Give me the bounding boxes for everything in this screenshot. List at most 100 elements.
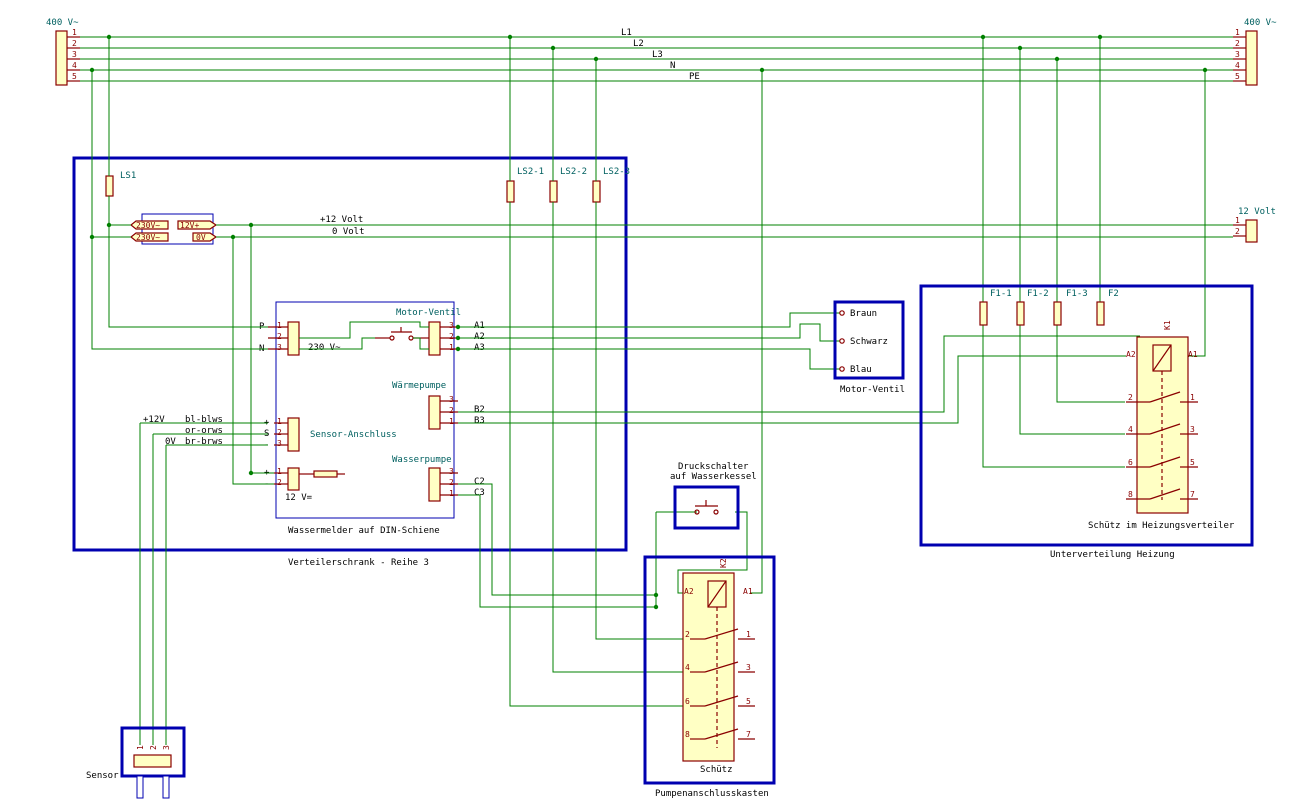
psu-in-1: 230V~ — [136, 221, 160, 230]
pin-label: 4 — [1128, 425, 1133, 434]
psu-in-1-tag — [130, 220, 169, 230]
sensor-probe-left — [136, 775, 144, 799]
mv-wire-schwarz: Schwarz — [850, 337, 888, 347]
out-a1: A1 — [474, 321, 485, 331]
wassermelder-title: Wassermelder auf DIN-Schiene — [288, 526, 440, 536]
pin-label: 4 — [1235, 61, 1240, 70]
k2-coil-a1: A1 — [743, 587, 753, 596]
k2-title: Schütz — [700, 765, 733, 775]
wm-12v-connector — [287, 467, 300, 491]
supply-left-label: 400 V~ — [46, 18, 79, 28]
pin-label: 1 — [277, 467, 282, 476]
pin-label: 2 — [1128, 393, 1133, 402]
cabinet-frame — [72, 156, 628, 552]
pin-label: 1 — [449, 489, 454, 498]
pin-label: 2 — [149, 745, 158, 750]
out-b2: B2 — [474, 405, 485, 415]
pin-label: 4 — [685, 663, 690, 672]
pin-label: 5 — [746, 697, 751, 706]
pin-label: 1 — [449, 417, 454, 426]
pin-label: 3 — [449, 395, 454, 404]
fuse-f1-3-label: F1-3 — [1066, 289, 1088, 299]
pin-label: 3 — [277, 343, 282, 352]
ext12-label: 12 Volt — [1238, 207, 1276, 217]
pin-label: 1 — [1190, 393, 1195, 402]
sensor-title: Sensor — [86, 771, 119, 781]
fuse-ls2-2-label: LS2-2 — [560, 167, 587, 177]
supply-right-pins: 1 2 3 4 5 — [1233, 28, 1246, 82]
pin-label: 1 — [1235, 216, 1240, 225]
cable-row-1-left: +12V — [143, 415, 165, 425]
pin-label: 4 — [72, 61, 77, 70]
pin-label: 1 — [746, 630, 751, 639]
wm-12v-label: 12 V= — [285, 493, 313, 503]
pin-label: 6 — [1128, 458, 1133, 467]
wm-motorventil-connector — [428, 321, 441, 356]
k1-title: Schütz im Heizungsverteiler — [1088, 521, 1235, 531]
cable-row-2-right: or-orws — [185, 426, 223, 436]
pin-label: 1 — [277, 321, 282, 330]
pin-label: 6 — [685, 697, 690, 706]
wm-sensor-label: Sensor-Anschluss — [310, 430, 397, 440]
pin-label: 8 — [1128, 490, 1133, 499]
contactor-k1 — [1136, 336, 1189, 514]
sensor-probe-right — [162, 775, 170, 799]
pin-label: 3 — [72, 50, 77, 59]
pin-label: 1 — [1235, 28, 1240, 37]
supply-right-label: 400 V~ — [1244, 18, 1277, 28]
supply-bus — [80, 36, 1233, 82]
pin-label: 8 — [685, 730, 690, 739]
wm-wasserpumpe-label: Wasserpumpe — [392, 455, 452, 465]
wm-230v-label: 230 V~ — [308, 343, 341, 353]
pin-label: 3 — [746, 663, 751, 672]
druckschalter-switch — [694, 500, 719, 515]
supply-left-pins: 1 2 3 4 5 — [67, 28, 80, 82]
druckschalter-title-1: Druckschalter — [678, 462, 749, 472]
druckschalter-frame — [673, 485, 740, 530]
pin-label: 2 — [449, 478, 454, 487]
pin-label: 7 — [1190, 490, 1195, 499]
pin-label: 5 — [1235, 72, 1240, 81]
wm-relay-switch — [375, 327, 429, 341]
fuse-f2 — [1096, 301, 1105, 326]
motorventil-ext-frame — [833, 300, 905, 380]
wm-waermepumpe-label: Wärmepumpe — [392, 381, 446, 391]
fuse-f1-2 — [1016, 301, 1025, 326]
pin-label: 3 — [1235, 50, 1240, 59]
k1-contacts — [1126, 391, 1198, 500]
k1-label: K1 — [1163, 320, 1172, 330]
pin-label: 2 — [277, 478, 282, 487]
wassermelder-frame — [275, 301, 455, 519]
pin-label: 1 — [277, 417, 282, 426]
out-c2: C2 — [474, 477, 485, 487]
bus-label-l3: L3 — [652, 50, 663, 60]
pumpe-frame — [643, 555, 776, 785]
pin-label: 3 — [449, 321, 454, 330]
wm-wasserpumpe-connector — [428, 467, 441, 502]
pin-label: 1 — [72, 28, 77, 37]
bus-label-pe: PE — [689, 72, 700, 82]
mv-wire-braun: Braun — [850, 309, 877, 319]
k1-coil-a2: A2 — [1126, 350, 1136, 359]
druckschalter-title-2: auf Wasserkessel — [670, 472, 757, 482]
sensor-frame — [120, 726, 186, 778]
pin-label: 2 — [1235, 39, 1240, 48]
bus-label-n: N — [670, 61, 675, 71]
rail-0v-label: 0 Volt — [332, 227, 365, 237]
rail-12v-label: +12 Volt — [320, 215, 363, 225]
fuse-f1-3 — [1053, 301, 1062, 326]
out-a2: A2 — [474, 332, 485, 342]
wm-fuse-12v — [313, 470, 338, 478]
out-c3: C3 — [474, 488, 485, 498]
psu-out-2-tag — [192, 232, 218, 242]
pin-label: 5 — [1190, 458, 1195, 467]
pin-label: 3 — [449, 467, 454, 476]
pin-label: 2 — [685, 630, 690, 639]
wm-sensor-connector — [287, 417, 300, 452]
pin-label: 2 — [449, 406, 454, 415]
pin-label: 2 — [449, 332, 454, 341]
k2-coil-a2: A2 — [684, 587, 694, 596]
psu-out-1-tag — [177, 220, 218, 230]
pin-label: 2 — [1235, 227, 1240, 236]
psu-out-2: 0V — [196, 233, 206, 242]
